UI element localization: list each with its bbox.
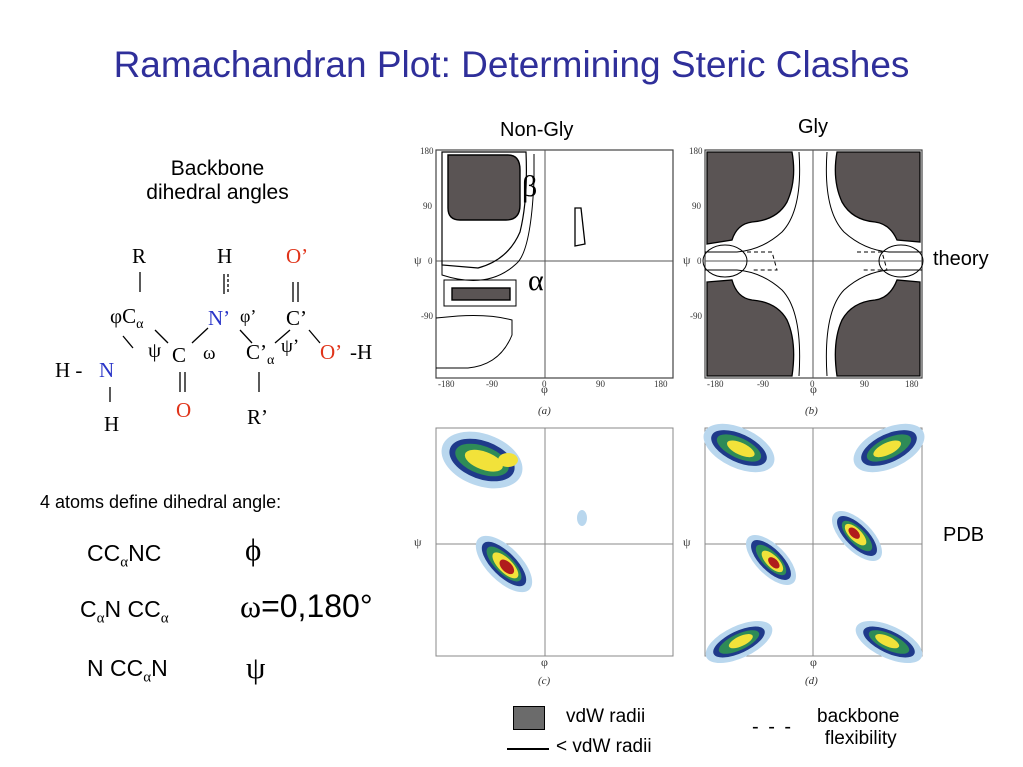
dihedral-row-phi: CCαNC xyxy=(87,540,161,572)
omega-symbol: ω xyxy=(240,588,262,624)
panel-c-caption: (c) xyxy=(538,675,551,687)
plot-panel-d: ψ φ (d) xyxy=(677,420,932,688)
phi-symbol: ϕ xyxy=(245,532,262,567)
mol-O-prime-right: O’ xyxy=(320,340,343,364)
mol-phi-prime: φ’ xyxy=(240,306,257,326)
row-label-pdb: PDB xyxy=(943,524,985,546)
mol-alpha-sub-2: α xyxy=(267,353,275,369)
mol-O: O xyxy=(176,398,192,422)
panel-d-phi-label: φ xyxy=(810,655,817,669)
plot-panel-c: ψ φ (c) xyxy=(408,420,680,688)
mol-C-prime: C’ xyxy=(286,306,307,330)
panel-c-phi-label: φ xyxy=(541,655,548,669)
mol-omega: ω xyxy=(203,343,216,364)
legend-flex-line2: flexibility xyxy=(824,728,897,749)
mol-H-dash: H - xyxy=(55,358,83,382)
panel-b-ytick-1: 90 xyxy=(692,201,702,211)
row-omega-sub2: α xyxy=(160,610,169,627)
row-phi-atoms-b: NC xyxy=(128,540,162,566)
dihedral-row-psi: N CCαN xyxy=(87,655,168,687)
panel-b-xtick-1: -90 xyxy=(757,379,769,389)
plot-panel-b: ψ φ (b) -180 -90 0 90 180 180 90 0 -90 xyxy=(677,140,932,422)
panel-a-ytick-2: 0 xyxy=(428,256,433,266)
omega-expression: ω=0,180° xyxy=(240,588,373,625)
row-omega-sub: α xyxy=(96,610,105,627)
row-phi-atoms-a: CC xyxy=(87,540,121,566)
panel-a-xtick-1: -90 xyxy=(486,379,498,389)
panel-b-xtick-2: 0 xyxy=(810,379,815,389)
panel-c-psi-label: ψ xyxy=(414,535,422,549)
backbone-line2: dihedral angles xyxy=(146,181,289,204)
panel-b-xtick-4: 180 xyxy=(905,379,919,389)
mol-C: C xyxy=(172,343,187,367)
legend-flex: backbone flexibility xyxy=(817,706,899,750)
backbone-heading: Backbone dihedral angles xyxy=(100,157,335,205)
panel-b-ytick-2: 0 xyxy=(697,256,702,266)
row-label-theory: theory xyxy=(933,248,989,270)
panel-b-xtick-0: -180 xyxy=(707,379,724,389)
panel-a-ytick-1: 90 xyxy=(423,201,433,211)
panel-a-xtick-4: 180 xyxy=(654,379,668,389)
beta-region-label: β xyxy=(522,170,538,203)
panel-b-ytick-3: -90 xyxy=(690,311,702,321)
row-phi-sub: α xyxy=(120,554,129,571)
mol-H-bottom: H xyxy=(104,412,120,436)
mol-phi-C-alpha: φCα xyxy=(110,304,143,333)
legend-dash: - - - xyxy=(752,716,794,738)
row-omega-atoms-a: C xyxy=(80,596,97,622)
legend-flex-line1: backbone xyxy=(817,706,900,727)
mol-C-prime-mid: C’ xyxy=(246,340,267,364)
omega-value: =0,180° xyxy=(261,588,373,624)
mol-H-top: H xyxy=(217,244,233,268)
panel-b-psi-label: ψ xyxy=(683,253,691,267)
panel-a-xtick-2: 0 xyxy=(542,379,547,389)
panel-a-xtick-0: -180 xyxy=(438,379,455,389)
alpha-region-label: α xyxy=(528,264,544,297)
dihedral-row-omega: CαN CCα xyxy=(80,596,169,628)
panel-a-phi-label: φ xyxy=(541,382,548,396)
plot-panel-a: ψ φ (a) -180 -90 0 90 180 180 90 0 -90 xyxy=(408,140,680,422)
mol-psi: ψ xyxy=(148,338,162,362)
panel-a-xtick-3: 90 xyxy=(596,379,606,389)
panel-b-xtick-3: 90 xyxy=(860,379,870,389)
panel-b-caption: (b) xyxy=(805,405,818,417)
slide-title: Ramachandran Plot: Determining Steric Cl… xyxy=(113,44,910,85)
panel-b-phi-label: φ xyxy=(810,382,817,396)
mol-N-prime: N’ xyxy=(208,306,231,330)
legend-less-vdw: < vdW radii xyxy=(556,736,652,757)
panel-a-ytick-3: -90 xyxy=(421,311,433,321)
panel-d-psi-label: ψ xyxy=(683,535,691,549)
mol-R: R xyxy=(132,244,147,268)
mol-N: N xyxy=(99,358,115,382)
panel-d-caption: (d) xyxy=(805,675,818,687)
dihedral-heading: 4 atoms define dihedral angle: xyxy=(40,492,282,512)
row-psi-sub: α xyxy=(143,669,152,686)
panel-a-ytick-0: 180 xyxy=(420,146,434,156)
mol-O-prime-top: O’ xyxy=(286,244,309,268)
column-label-gly: Gly xyxy=(798,116,828,138)
panel-b-ytick-0: 180 xyxy=(689,146,703,156)
psi-symbol: ψ xyxy=(246,650,266,685)
bond-lines xyxy=(109,272,321,402)
row-psi-atoms-b: N xyxy=(151,655,168,681)
mol-C-alpha: C xyxy=(122,304,137,328)
row-psi-atoms-a: N CC xyxy=(87,655,144,681)
mol-psi-prime: ψ’ xyxy=(281,336,300,357)
panel-a-psi-label: ψ xyxy=(414,253,422,267)
less-vdw-line xyxy=(507,748,549,750)
mol-R-prime: R’ xyxy=(247,405,268,429)
panel-a-caption: (a) xyxy=(538,405,551,417)
mol-C-prime-alpha: C’α xyxy=(246,340,274,369)
legend-vdw: vdW radii xyxy=(566,706,646,727)
column-label-nongly: Non-Gly xyxy=(500,119,574,141)
mol-alpha-sub: α xyxy=(136,317,144,333)
mol-dash-H: -H xyxy=(350,340,373,364)
backbone-line1: Backbone xyxy=(170,157,265,180)
vdw-swatch xyxy=(513,706,545,730)
mol-phi: φ xyxy=(110,304,123,328)
row-omega-atoms-b: N CC xyxy=(104,596,161,622)
